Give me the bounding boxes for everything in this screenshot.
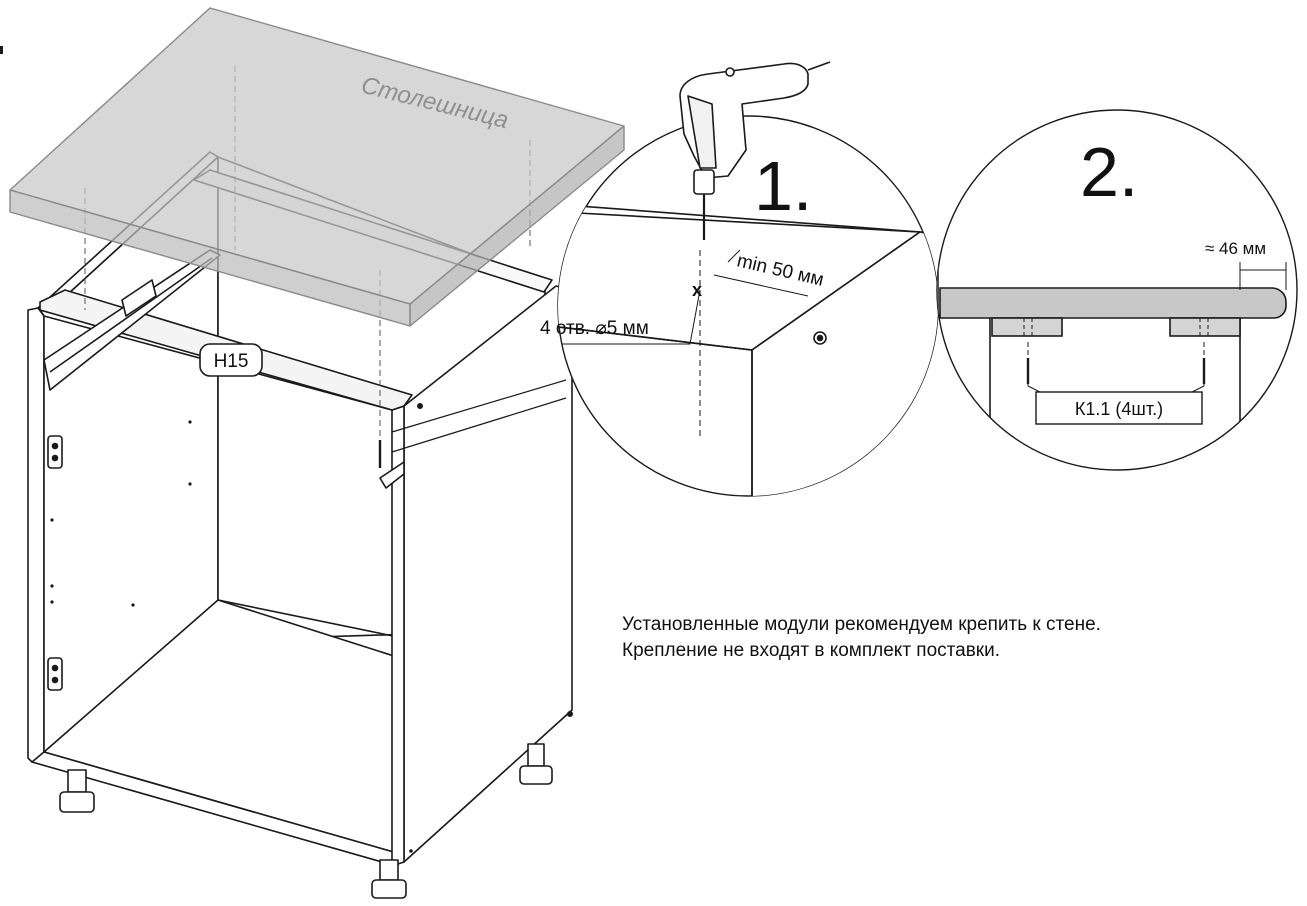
detail-2: К1.1 (4шт.) 2. ≈ 46 мм — [936, 109, 1298, 471]
countertop — [9, 7, 625, 327]
corner-tick — [0, 46, 3, 54]
wall — [937, 110, 939, 470]
countertop-side — [409, 125, 625, 327]
note-line-1: Установленные модули рекомендуем крепить… — [622, 614, 1101, 635]
step-1-label: 1. — [754, 147, 812, 225]
inner-edge-line — [217, 599, 394, 637]
cabinet-left-face — [27, 307, 45, 763]
hinge-plates — [47, 435, 63, 691]
legs — [59, 743, 553, 899]
holes-label: 4 отв. ⌀5 мм — [540, 318, 649, 339]
note-line-2: Крепление не входят в комплект поставки. — [622, 640, 1001, 661]
detail-1: 1. min 50 мм x 4 отв. ⌀5 мм — [540, 61, 939, 497]
screws-callout — [1035, 391, 1203, 425]
part-h15-callout: Н15 — [199, 343, 263, 377]
overhang-label: ≈ 46 мм — [1205, 239, 1266, 258]
zoom-connector — [391, 379, 567, 453]
panel-holes — [50, 403, 573, 853]
screws-label: К1.1 (4шт.) — [1075, 399, 1163, 419]
part-h15-label: Н15 — [214, 351, 249, 372]
step-2-label: 2. — [1080, 133, 1138, 211]
installation-note: Установленные модули рекомендуем крепить… — [622, 612, 1101, 664]
drill-icon — [679, 61, 831, 240]
drill-mark: x — [692, 280, 702, 300]
